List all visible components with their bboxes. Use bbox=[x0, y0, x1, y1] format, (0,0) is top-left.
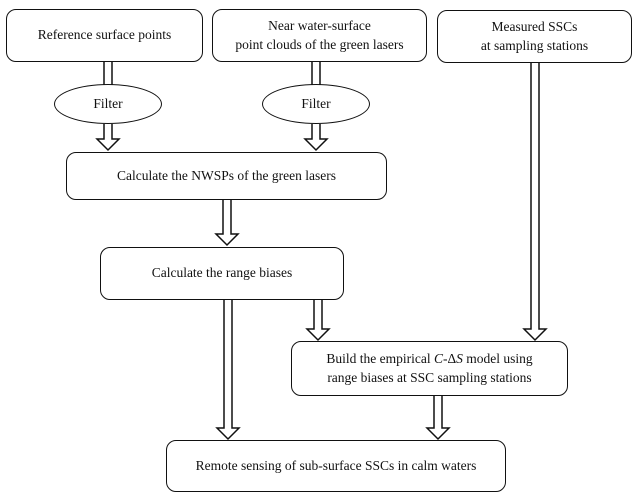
edge-calculate-nwsps-to-range-biases-arrow bbox=[214, 198, 240, 247]
node-label: Calculate the range biases bbox=[151, 265, 293, 281]
node-near-water-surface-point-clouds: Near water-surface point clouds of the g… bbox=[212, 9, 427, 62]
node-calculate-nwsps: Calculate the NWSPs of the green lasers bbox=[66, 152, 387, 200]
edge-filter-right-to-calculate-nwsps-arrow bbox=[303, 124, 329, 152]
node-build-empirical-model: Build the empirical C-ΔS model using rang… bbox=[291, 341, 568, 396]
label-text: -Δ bbox=[442, 350, 457, 366]
node-label: Remote sensing of sub-surface SSCs in ca… bbox=[195, 457, 477, 473]
node-label: Build the empirical C-ΔS model using rang… bbox=[326, 350, 532, 387]
node-label: Measured SSCs at sampling stations bbox=[480, 18, 589, 53]
node-reference-surface-points: Reference surface points bbox=[6, 9, 203, 62]
node-filter-left: Filter bbox=[54, 84, 162, 124]
node-label: Reference surface points bbox=[37, 27, 172, 43]
node-label: Filter bbox=[93, 95, 123, 111]
node-remote-sensing-sscs: Remote sensing of sub-surface SSCs in ca… bbox=[166, 440, 506, 492]
edge-measured-sscs-to-build-model-arrow bbox=[522, 60, 548, 342]
label-text: Build the empirical bbox=[326, 350, 434, 366]
edge-filter-left-to-calculate-nwsps-arrow bbox=[95, 124, 121, 152]
label-text: model using bbox=[462, 350, 533, 366]
node-filter-right: Filter bbox=[262, 84, 370, 124]
label-variable-s: S bbox=[456, 350, 463, 366]
node-calculate-range-biases: Calculate the range biases bbox=[100, 247, 344, 300]
node-measured-sscs: Measured SSCs at sampling stations bbox=[437, 10, 632, 63]
label-text: range biases at SSC sampling stations bbox=[327, 369, 532, 385]
edge-range-biases-to-build-model-arrow bbox=[305, 298, 331, 342]
edge-build-model-to-remote-sensing-arrow bbox=[425, 394, 451, 441]
node-label: Filter bbox=[301, 95, 331, 111]
node-label: Near water-surface point clouds of the g… bbox=[235, 17, 404, 52]
label-variable-c: C bbox=[433, 350, 443, 366]
node-label: Calculate the NWSPs of the green lasers bbox=[117, 167, 336, 183]
edge-range-biases-to-remote-sensing-arrow bbox=[215, 298, 241, 441]
